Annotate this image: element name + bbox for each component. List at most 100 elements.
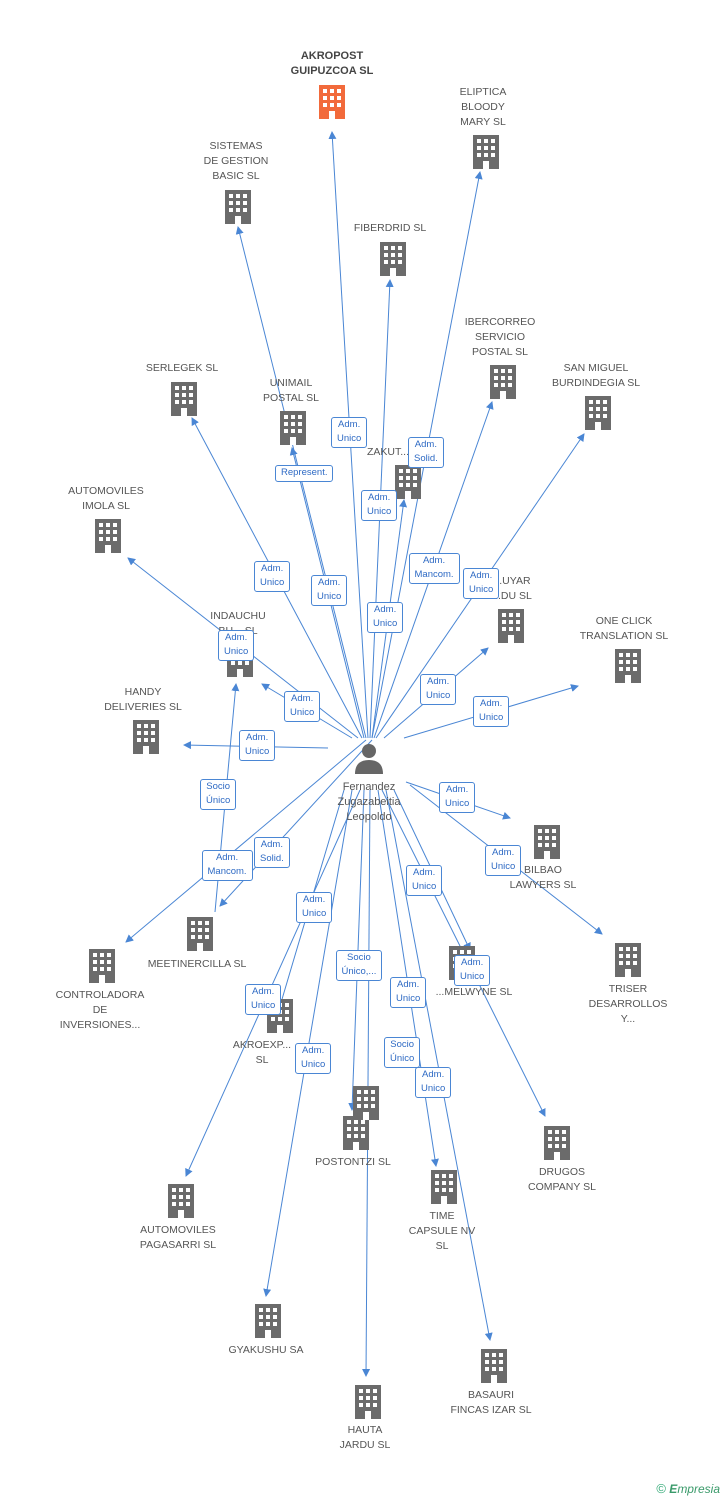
relationship-label-line: Adm.	[302, 1044, 325, 1056]
company-label-line: SERVICIO	[475, 331, 525, 343]
building-icon[interactable]	[95, 519, 121, 553]
company-label-line: AKROPOST	[300, 50, 364, 62]
company-label-line: DE	[92, 1004, 108, 1016]
building-icon[interactable]	[380, 242, 406, 276]
edge-line	[185, 789, 361, 1177]
building-icon[interactable]	[171, 382, 197, 416]
relationship-label[interactable]: Adm.Unico	[390, 976, 427, 1008]
building-icon[interactable]	[280, 411, 306, 445]
building-icon[interactable]	[490, 365, 516, 399]
relationship-label[interactable]: Adm.Unico	[218, 629, 255, 661]
relationship-label[interactable]: Adm.Unico	[463, 567, 500, 599]
company-label-line: SL	[255, 1054, 269, 1066]
relationship-label[interactable]: Adm.Unico	[296, 891, 333, 923]
building-icon[interactable]	[319, 85, 345, 119]
building-icon[interactable]	[498, 609, 524, 643]
relationship-label[interactable]: Adm.Solid.	[254, 836, 290, 868]
relationship-label[interactable]: Adm.Unico	[367, 601, 404, 633]
building-icon[interactable]	[187, 917, 213, 951]
relationship-label[interactable]: Adm.Unico	[473, 695, 510, 727]
building-icon[interactable]	[133, 720, 159, 754]
building-icon[interactable]	[89, 949, 115, 983]
company-label-line: DESARROLLOS	[588, 998, 668, 1010]
company-label-meetinercilla[interactable]: MEETINERCILLA SL	[122, 957, 272, 972]
relationship-label[interactable]: Adm.Unico	[485, 844, 522, 876]
relationship-label[interactable]: Adm.Unico	[406, 864, 443, 896]
company-label-fiberdrid[interactable]: FIBERDRID SL	[315, 221, 465, 236]
building-icon[interactable]	[168, 1184, 194, 1218]
building-icon[interactable]	[481, 1349, 507, 1383]
building-icon[interactable]	[473, 135, 499, 169]
company-label-line: BASAURI	[467, 1389, 515, 1401]
relationship-label[interactable]: Adm.Unico	[420, 673, 457, 705]
relationship-label-line: Unico	[445, 797, 470, 809]
company-label-line: GYAKUSHU SA	[228, 1344, 304, 1356]
relationship-label[interactable]: Adm.Unico	[239, 729, 276, 761]
building-icon[interactable]	[615, 943, 641, 977]
brand-name: mpresia	[677, 1482, 720, 1496]
building-icon[interactable]	[395, 465, 421, 499]
company-label-line: JARDU SL	[339, 1439, 391, 1451]
building-icon[interactable]	[615, 649, 641, 683]
edge-line	[385, 789, 493, 1341]
relationship-label-line: Unico	[426, 689, 451, 701]
relationship-label-line: Unico	[224, 645, 249, 657]
company-label-zakut[interactable]: ZAKUT...	[313, 445, 463, 460]
building-icon[interactable]	[353, 1086, 379, 1120]
relationship-label[interactable]: Adm.Unico	[254, 560, 291, 592]
building-icon[interactable]	[225, 190, 251, 224]
relationship-label[interactable]: Adm.Unico	[439, 781, 476, 813]
building-icon[interactable]	[534, 825, 560, 859]
building-icon[interactable]	[544, 1126, 570, 1160]
relationship-label[interactable]: Adm.Mancom.	[408, 552, 460, 584]
relationship-label[interactable]: Adm.Unico	[245, 983, 282, 1015]
edge-line	[362, 789, 371, 1377]
relationship-label[interactable]: Adm.Unico	[295, 1042, 332, 1074]
person-icon[interactable]	[355, 744, 383, 774]
edge-line	[235, 226, 367, 739]
relationship-label[interactable]: Adm.Solid.	[408, 436, 444, 468]
company-label-gyakushu[interactable]: GYAKUSHU SA	[191, 1343, 341, 1358]
relationship-label[interactable]: Adm.Unico	[311, 574, 348, 606]
company-label-postontzi[interactable]: POSTONTZI SL	[278, 1155, 428, 1170]
relationship-label-line: Unico	[396, 992, 421, 1004]
building-icon[interactable]	[355, 1385, 381, 1419]
relationship-label[interactable]: Adm.Unico	[415, 1066, 452, 1098]
company-label-akroexpress[interactable]: AKROEXP...SL	[187, 1038, 337, 1068]
company-label-serlegek[interactable]: SERLEGEK SL	[107, 361, 257, 376]
building-icon[interactable]	[255, 1304, 281, 1338]
relationship-label[interactable]: Adm.Mancom.	[201, 849, 253, 881]
company-label-uyar[interactable]: ...UYAR...DU SL	[437, 574, 587, 604]
building-icon[interactable]	[431, 1170, 457, 1204]
relationship-label[interactable]: Adm.Unico	[331, 416, 368, 448]
building-icon[interactable]	[585, 396, 611, 430]
relationship-label[interactable]: Adm.Unico	[454, 954, 491, 986]
relationship-label[interactable]: Represent.	[275, 464, 334, 482]
relationship-label[interactable]: Adm.Unico	[361, 489, 398, 521]
building-icon[interactable]	[343, 1116, 369, 1150]
company-label-melwyne[interactable]: ...MELWYNE SL	[399, 985, 549, 1000]
relationship-label[interactable]: Adm.Unico	[284, 690, 321, 722]
footer-brand[interactable]: © Empresia	[656, 1481, 720, 1496]
